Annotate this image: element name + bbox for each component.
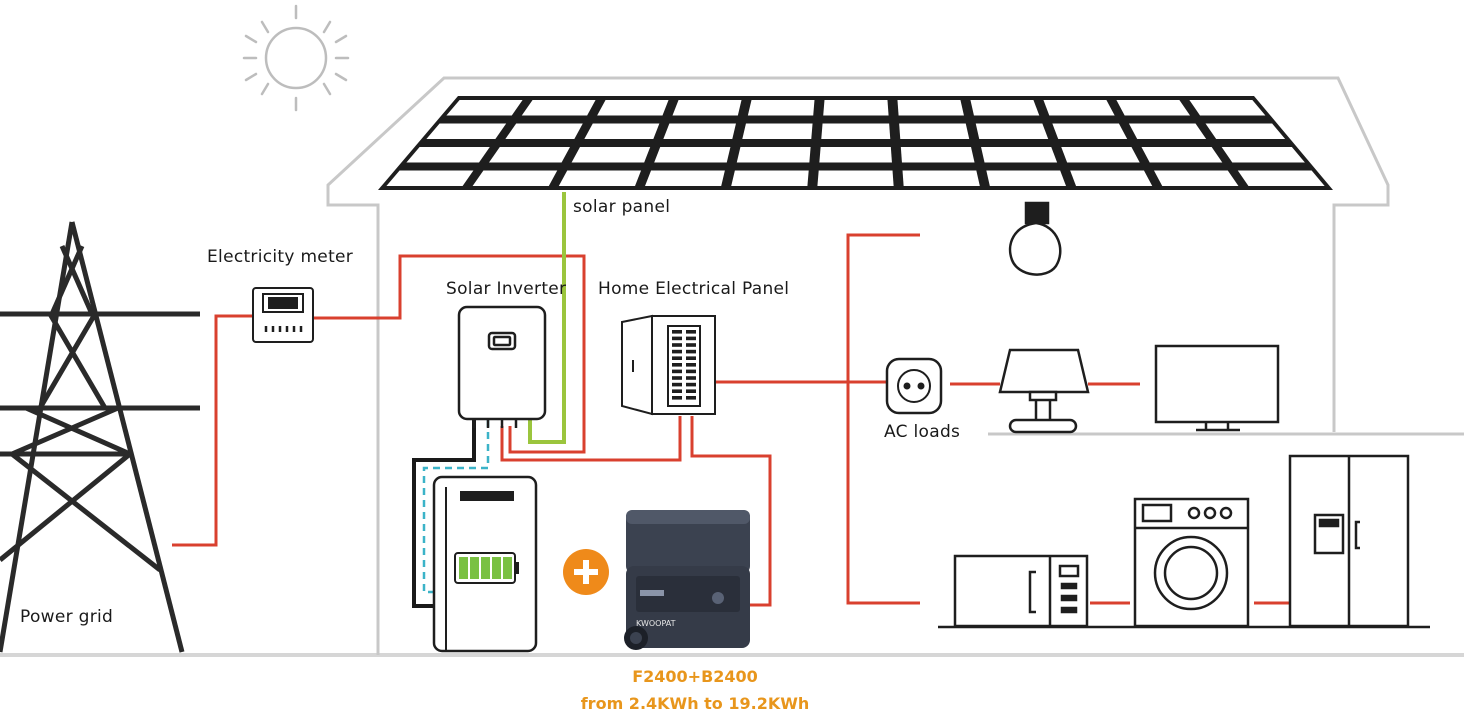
label-power-grid: Power grid <box>20 607 114 627</box>
label-home-electrical-panel: Home Electrical Panel <box>598 279 790 299</box>
breaker-switch <box>686 382 696 387</box>
solar-panel-cell <box>505 123 583 139</box>
solar-panel-cell <box>902 170 980 186</box>
solar-panel-cell <box>986 170 1067 186</box>
solar-panel-cell <box>899 123 970 139</box>
solar-panel-cell <box>558 170 642 186</box>
breaker-switch <box>672 376 682 380</box>
socket-icon <box>885 357 943 415</box>
battery-cable <box>412 420 476 608</box>
solar-panel-cell <box>970 100 1040 116</box>
solar-panel-cell <box>1061 147 1140 163</box>
solar-panel-cell <box>1141 147 1223 163</box>
label-solar-inverter: Solar Inverter <box>446 279 567 299</box>
solar-panel-cell <box>645 170 725 186</box>
breaker-switch <box>672 349 682 354</box>
solar-panel-cell <box>1221 147 1305 163</box>
label-solar-panel: solar panel <box>573 197 671 217</box>
breaker-switch <box>686 376 696 380</box>
breaker-switch <box>672 330 682 334</box>
solar-panel-cell <box>472 170 558 186</box>
solar-panel-cell <box>672 100 742 116</box>
solar-panel-cell <box>521 100 596 116</box>
power-tower-icon <box>0 221 200 653</box>
breaker-switch <box>672 389 682 393</box>
breaker-switch <box>672 363 682 367</box>
breaker-switch <box>672 343 682 347</box>
data-cable <box>422 420 490 594</box>
breaker-switch <box>686 330 696 334</box>
solar-panel-cell <box>597 100 669 116</box>
breaker-switch <box>672 369 682 374</box>
solar-panel-cell <box>488 147 571 163</box>
solar-panel-cell <box>571 147 651 163</box>
product-capacity: from 2.4KWh to 19.2KWh <box>580 694 810 713</box>
breaker-switch <box>686 336 696 341</box>
solar-panel-cell <box>819 147 892 163</box>
ac-wiring <box>172 233 1290 607</box>
breaker-switch <box>672 336 682 341</box>
light-bulb-icon <box>1008 201 1062 276</box>
washing-machine-icon <box>1133 497 1250 628</box>
solar-panel-cell <box>386 170 474 186</box>
solar-panel-cell <box>1043 100 1115 116</box>
breaker-switch <box>672 382 682 387</box>
solar-panel-cell <box>406 147 490 163</box>
solar-panel-cell <box>736 147 811 163</box>
microwave-icon <box>953 554 1089 628</box>
solar-panel-cell <box>426 123 507 139</box>
breaker-switch <box>686 389 696 393</box>
solar-panel-cell <box>1070 170 1153 186</box>
label-ac-loads: AC loads <box>884 422 961 442</box>
solar-panel-cell <box>742 123 813 139</box>
solar-panel-cell <box>975 123 1049 139</box>
solar-panel-icon <box>378 96 1333 190</box>
solar-panel-cell <box>821 123 891 139</box>
solar-panel-cell <box>900 147 975 163</box>
solar-panel-cell <box>446 100 523 116</box>
breaker-switch <box>686 356 696 360</box>
solar-panel-cell <box>823 100 889 116</box>
plus-icon <box>563 549 609 595</box>
power-station-brand: KWOOPAT <box>636 619 676 628</box>
breaker-switch <box>686 369 696 374</box>
electricity-meter-icon <box>252 287 314 343</box>
tv-icon <box>1154 344 1280 432</box>
solar-panel-cell <box>1205 123 1286 139</box>
solar-panel-cell <box>654 147 731 163</box>
power-station-icon: KWOOPAT <box>624 510 750 650</box>
solar-panel-cell <box>1128 123 1207 139</box>
lamp-icon <box>998 348 1090 434</box>
solar-panel-cell <box>1189 100 1266 116</box>
solar-dc-wire <box>528 192 566 444</box>
solar-panel-cell <box>1237 170 1325 186</box>
inverter-icon <box>457 305 547 428</box>
solar-panel-cell <box>817 170 894 186</box>
solar-panel-cell <box>1116 100 1191 116</box>
fridge-icon <box>1288 454 1410 628</box>
breaker-switch <box>686 349 696 354</box>
battery-icon <box>432 475 538 653</box>
sun-icon <box>242 4 350 112</box>
house-outline <box>326 76 1390 655</box>
solar-panel-cell <box>663 123 736 139</box>
product-name: F2400+B2400 <box>632 667 758 686</box>
breaker-switch <box>686 396 696 400</box>
solar-panel-cell <box>1052 123 1128 139</box>
electrical-panel-icon <box>621 314 716 416</box>
solar-panel-cell <box>981 147 1058 163</box>
breaker-switch <box>686 363 696 367</box>
solar-panel-cell <box>1153 170 1239 186</box>
solar-panel-cell <box>584 123 660 139</box>
label-electricity-meter: Electricity meter <box>207 247 354 267</box>
solar-panel-cell <box>731 170 809 186</box>
breaker-switch <box>672 396 682 400</box>
solar-panel-cell <box>747 100 815 116</box>
breaker-switch <box>672 356 682 360</box>
breaker-switch <box>686 343 696 347</box>
solar-panel-cell <box>897 100 964 116</box>
